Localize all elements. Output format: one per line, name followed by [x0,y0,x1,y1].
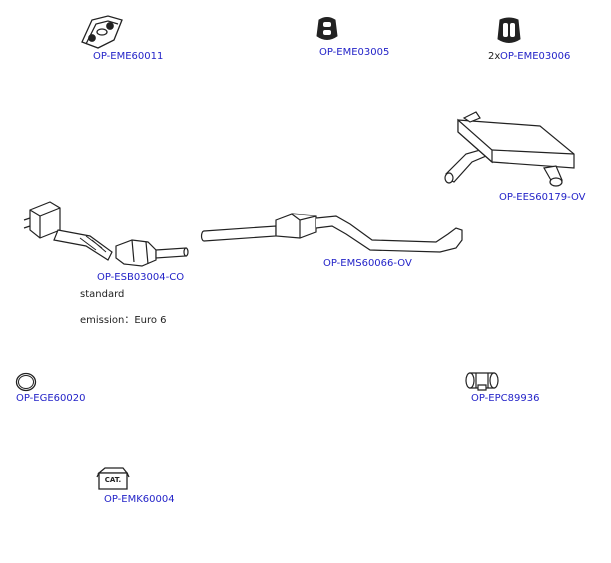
rubber-mount-single-drawing[interactable] [316,16,338,42]
part-code-rubber-mount-single[interactable]: OP-EME03005 [319,47,390,58]
middle-silencer-drawing[interactable] [200,206,470,258]
mounting-kit-box-label: CAT. [104,476,122,484]
part-code-bracket[interactable]: OP-EME60011 [93,51,164,62]
bracket-drawing[interactable] [78,12,126,52]
part-code-rubber-mount-double[interactable]: OP-EME03006 [500,51,571,62]
part-code-catalytic-converter[interactable]: OP-ESB03004-CO [97,272,185,283]
catalytic-converter-drawing[interactable] [20,200,190,272]
note-emission: emission：Euro 6 [80,315,167,326]
rubber-mount-double-drawing[interactable] [497,17,521,45]
part-code-rear-silencer[interactable]: OP-EES60179-OV [499,192,586,203]
part-code-gasket-ring[interactable]: OP-EGE60020 [16,393,86,404]
mounting-kit-box-icon[interactable]: CAT. [97,467,129,491]
part-code-middle-silencer[interactable]: OP-EMS60066-OV [323,258,412,269]
note-standard: standard [80,289,125,300]
quantity-prefix: 2x [488,51,501,62]
pipe-clamp-drawing[interactable] [464,370,500,392]
rear-silencer-drawing[interactable] [440,110,580,192]
part-code-mounting-kit[interactable]: OP-EMK60004 [104,494,175,505]
gasket-ring-drawing[interactable] [15,372,37,392]
part-code-pipe-clamp[interactable]: OP-EPC89936 [471,393,540,404]
